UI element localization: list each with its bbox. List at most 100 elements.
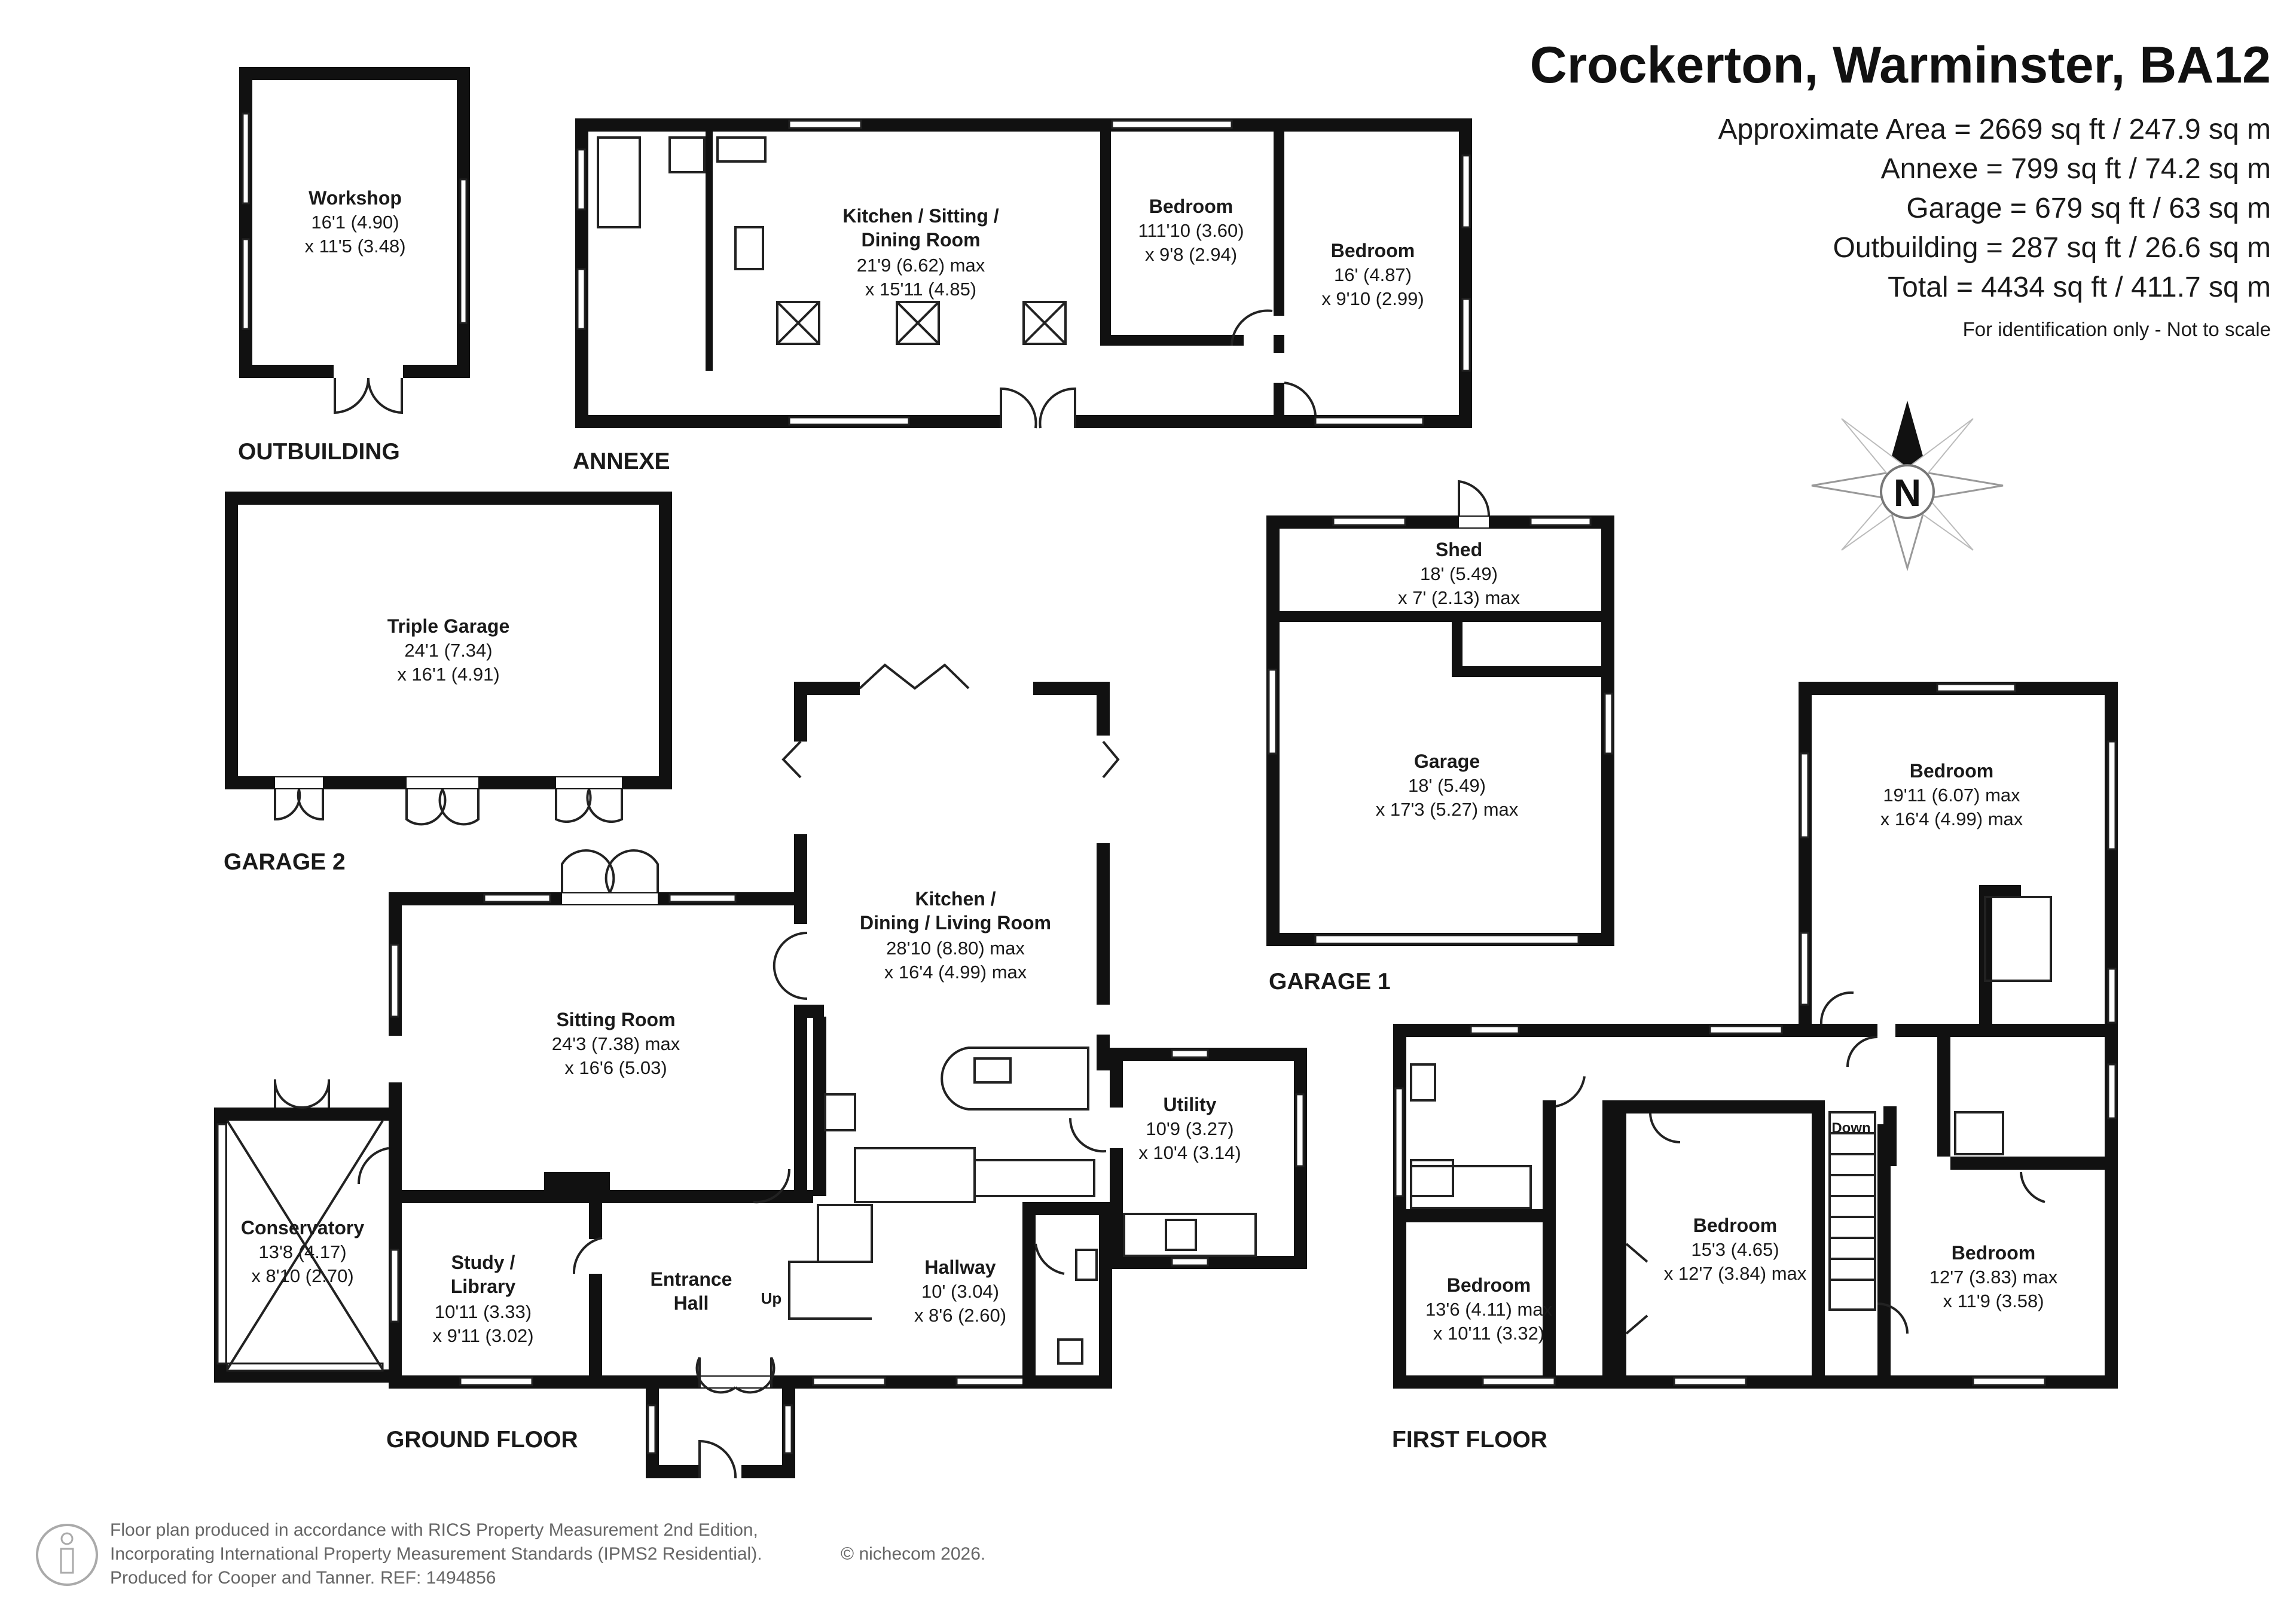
- room-utility: Utility 10'9 (3.27) x 10'4 (3.14): [1138, 1094, 1241, 1163]
- compass-label: N: [1894, 471, 1921, 514]
- room-conservatory: Conservatory 13'8 (4.17) x 8'10 (2.70): [241, 1217, 365, 1286]
- room-first-floor-bedroom-middle: Bedroom 15'3 (4.65) x 12'7 (3.84) max: [1664, 1215, 1807, 1284]
- garage1-plan: [1266, 480, 1614, 946]
- svg-text:16'1 (4.90): 16'1 (4.90): [311, 212, 399, 233]
- svg-text:Bedroom: Bedroom: [1331, 240, 1415, 261]
- svg-text:x 11'9 (3.58): x 11'9 (3.58): [1943, 1291, 2044, 1311]
- svg-text:16' (4.87): 16' (4.87): [1334, 264, 1412, 285]
- svg-text:Dining Room: Dining Room: [861, 229, 980, 251]
- outbuilding-plan: [239, 67, 470, 414]
- svg-text:x 12'7 (3.84) max: x 12'7 (3.84) max: [1664, 1263, 1807, 1284]
- svg-text:Sitting Room: Sitting Room: [556, 1009, 675, 1030]
- room-first-floor-bedroom-right: Bedroom 12'7 (3.83) max x 11'9 (3.58): [1929, 1242, 2058, 1311]
- triple-garage-plan: [225, 492, 672, 826]
- room-annexe-bedroom-2: Bedroom 16' (4.87) x 9'10 (2.99): [1321, 240, 1424, 309]
- svg-text:Kitchen /: Kitchen /: [915, 888, 996, 910]
- footer-reference: REF: 1494856: [380, 1568, 496, 1588]
- svg-text:Hall: Hall: [674, 1292, 709, 1314]
- svg-text:x 16'6 (5.03): x 16'6 (5.03): [564, 1057, 667, 1078]
- room-workshop: Workshop 16'1 (4.90) x 11'5 (3.48): [304, 187, 405, 257]
- svg-text:Garage: Garage: [1414, 751, 1480, 772]
- svg-text:x 7' (2.13) max: x 7' (2.13) max: [1398, 587, 1521, 608]
- svg-text:x 16'4 (4.99) max: x 16'4 (4.99) max: [884, 962, 1027, 983]
- svg-text:x 9'10 (2.99): x 9'10 (2.99): [1321, 288, 1424, 309]
- svg-text:Shed: Shed: [1436, 539, 1482, 560]
- svg-text:Study /: Study /: [451, 1252, 515, 1273]
- area-outbuilding: Outbuilding = 287 sq ft / 26.6 sq m: [1833, 232, 2271, 264]
- svg-text:10'11 (3.33): 10'11 (3.33): [435, 1301, 532, 1322]
- floor-label-first: FIRST FLOOR: [1392, 1427, 1547, 1453]
- svg-text:18' (5.49): 18' (5.49): [1420, 563, 1498, 584]
- svg-text:10'9 (3.27): 10'9 (3.27): [1146, 1118, 1234, 1139]
- stairs-down-label: Down: [1831, 1120, 1870, 1136]
- room-kitchen-dining-living: Kitchen / Dining / Living Room 28'10 (8.…: [860, 888, 1051, 983]
- svg-text:18' (5.49): 18' (5.49): [1408, 775, 1486, 796]
- room-triple-garage: Triple Garage 24'1 (7.34) x 16'1 (4.91): [387, 615, 510, 685]
- area-approximate: Approximate Area = 2669 sq ft / 247.9 sq…: [1718, 114, 2271, 145]
- svg-text:Kitchen / Sitting /: Kitchen / Sitting /: [842, 205, 999, 227]
- svg-text:Bedroom: Bedroom: [1910, 760, 1993, 782]
- svg-text:Bedroom: Bedroom: [1693, 1215, 1777, 1236]
- svg-text:Library: Library: [451, 1276, 516, 1297]
- svg-text:x 17'3 (5.27) max: x 17'3 (5.27) max: [1376, 799, 1519, 820]
- svg-text:x 11'5 (3.48): x 11'5 (3.48): [304, 236, 405, 257]
- svg-text:x 15'11 (4.85): x 15'11 (4.85): [865, 279, 976, 300]
- svg-text:Conservatory: Conservatory: [241, 1217, 365, 1238]
- svg-text:x 8'6 (2.60): x 8'6 (2.60): [914, 1305, 1006, 1326]
- room-shed: Shed 18' (5.49) x 7' (2.13) max: [1398, 539, 1521, 608]
- room-entrance-hall: Entrance Hall: [651, 1268, 732, 1314]
- first-floor-plan: [1393, 682, 2118, 1389]
- svg-text:Utility: Utility: [1164, 1094, 1217, 1115]
- svg-text:Bedroom: Bedroom: [1149, 196, 1233, 217]
- stairs-up-label: Up: [761, 1289, 782, 1307]
- floor-label-garage1: GARAGE 1: [1269, 969, 1391, 994]
- room-first-floor-bedroom-left: Bedroom 13'6 (4.11) max x 10'11 (3.32): [1425, 1274, 1553, 1344]
- footer-line-3: Produced for Cooper and Tanner.: [110, 1568, 375, 1588]
- svg-text:111'10 (3.60): 111'10 (3.60): [1138, 220, 1244, 241]
- footer-line-1: Floor plan produced in accordance with R…: [110, 1520, 758, 1540]
- floor-label-ground: GROUND FLOOR: [386, 1427, 578, 1453]
- compass-icon: [1811, 401, 2004, 572]
- room-study-library: Study / Library 10'11 (3.33) x 9'11 (3.0…: [432, 1252, 533, 1346]
- svg-text:10' (3.04): 10' (3.04): [921, 1281, 999, 1302]
- svg-text:Hallway: Hallway: [924, 1256, 996, 1278]
- svg-text:x 10'11 (3.32): x 10'11 (3.32): [1433, 1323, 1544, 1344]
- svg-text:Bedroom: Bedroom: [1447, 1274, 1531, 1296]
- svg-text:24'1 (7.34): 24'1 (7.34): [404, 640, 492, 661]
- footer-copyright: © nichecom 2026.: [841, 1544, 985, 1564]
- svg-text:Dining / Living Room: Dining / Living Room: [860, 912, 1051, 933]
- svg-text:x 16'1 (4.91): x 16'1 (4.91): [397, 664, 499, 685]
- page-title: Crockerton, Warminster, BA12: [1530, 36, 2271, 94]
- svg-text:x 16'4 (4.99) max: x 16'4 (4.99) max: [1880, 809, 2023, 829]
- svg-text:Bedroom: Bedroom: [1952, 1242, 2035, 1264]
- svg-text:x 9'11 (3.02): x 9'11 (3.02): [432, 1325, 533, 1346]
- svg-text:x 8'10 (2.70): x 8'10 (2.70): [251, 1265, 353, 1286]
- room-garage: Garage 18' (5.49) x 17'3 (5.27) max: [1376, 751, 1519, 820]
- scale-note: For identification only - Not to scale: [1963, 318, 2271, 340]
- room-annexe-kitchen: Kitchen / Sitting / Dining Room 21'9 (6.…: [842, 205, 999, 300]
- svg-text:19'11 (6.07) max: 19'11 (6.07) max: [1883, 785, 2020, 806]
- room-sitting-room: Sitting Room 24'3 (7.38) max x 16'6 (5.0…: [552, 1009, 680, 1078]
- svg-text:Triple Garage: Triple Garage: [387, 615, 510, 637]
- area-garage: Garage = 679 sq ft / 63 sq m: [1906, 193, 2271, 224]
- person-icon: [36, 1524, 98, 1586]
- svg-text:21'9 (6.62) max: 21'9 (6.62) max: [857, 255, 985, 276]
- room-annexe-bedroom-1: Bedroom 111'10 (3.60) x 9'8 (2.94): [1138, 196, 1244, 265]
- svg-text:Workshop: Workshop: [309, 187, 402, 209]
- svg-text:28'10 (8.80) max: 28'10 (8.80) max: [886, 938, 1025, 959]
- svg-text:24'3 (7.38) max: 24'3 (7.38) max: [552, 1033, 680, 1054]
- svg-text:x 10'4 (3.14): x 10'4 (3.14): [1138, 1142, 1241, 1163]
- floor-label-annexe: ANNEXE: [573, 449, 670, 474]
- svg-text:x 9'8 (2.94): x 9'8 (2.94): [1145, 244, 1237, 265]
- area-total: Total = 4434 sq ft / 411.7 sq m: [1888, 271, 2271, 303]
- ground-floor-plan: [214, 663, 1307, 1479]
- room-hallway: Hallway 10' (3.04) x 8'6 (2.60): [914, 1256, 1006, 1326]
- svg-text:12'7 (3.83) max: 12'7 (3.83) max: [1929, 1267, 2058, 1288]
- room-first-floor-main-bedroom: Bedroom 19'11 (6.07) max x 16'4 (4.99) m…: [1880, 760, 2023, 829]
- svg-text:13'6 (4.11) max: 13'6 (4.11) max: [1425, 1299, 1553, 1320]
- area-annexe: Annexe = 799 sq ft / 74.2 sq m: [1881, 153, 2271, 185]
- svg-text:Entrance: Entrance: [651, 1268, 732, 1290]
- svg-text:15'3 (4.65): 15'3 (4.65): [1691, 1239, 1779, 1260]
- annexe-plan: [575, 118, 1472, 429]
